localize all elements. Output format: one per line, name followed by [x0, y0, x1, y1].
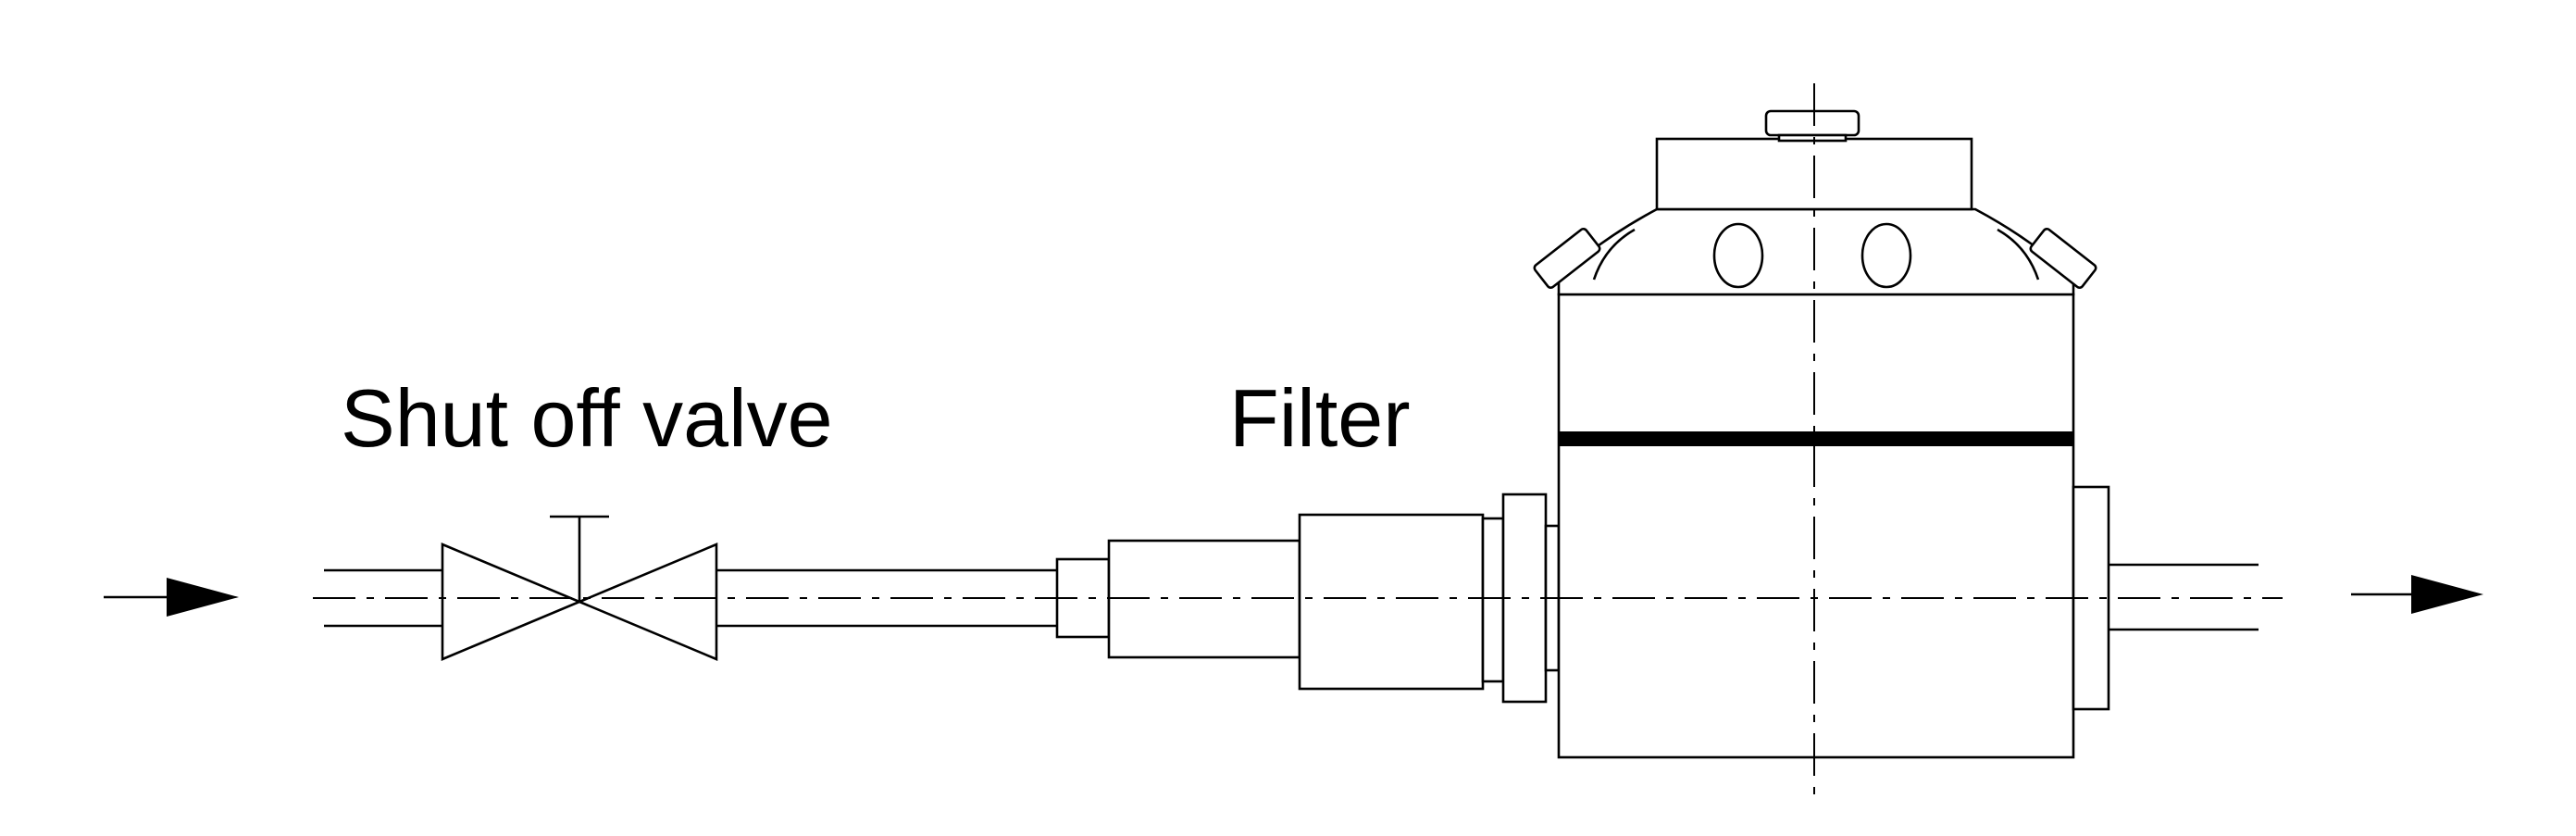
filter-head — [1557, 109, 2075, 296]
inlet-flow-arrow — [104, 578, 239, 617]
connecting-pipe — [716, 568, 1057, 628]
outlet-flow-arrow — [2351, 575, 2483, 614]
vent-plug-left — [1533, 227, 1601, 290]
inlet-pipe — [324, 568, 442, 628]
center-lines — [313, 83, 2283, 796]
filter-label: Filter — [1229, 372, 1411, 464]
shut-off-valve — [441, 515, 718, 661]
filter-housing — [1557, 293, 2075, 759]
shut-off-valve-label: Shut off valve — [341, 372, 833, 464]
vent-plug-right — [2029, 227, 2097, 290]
